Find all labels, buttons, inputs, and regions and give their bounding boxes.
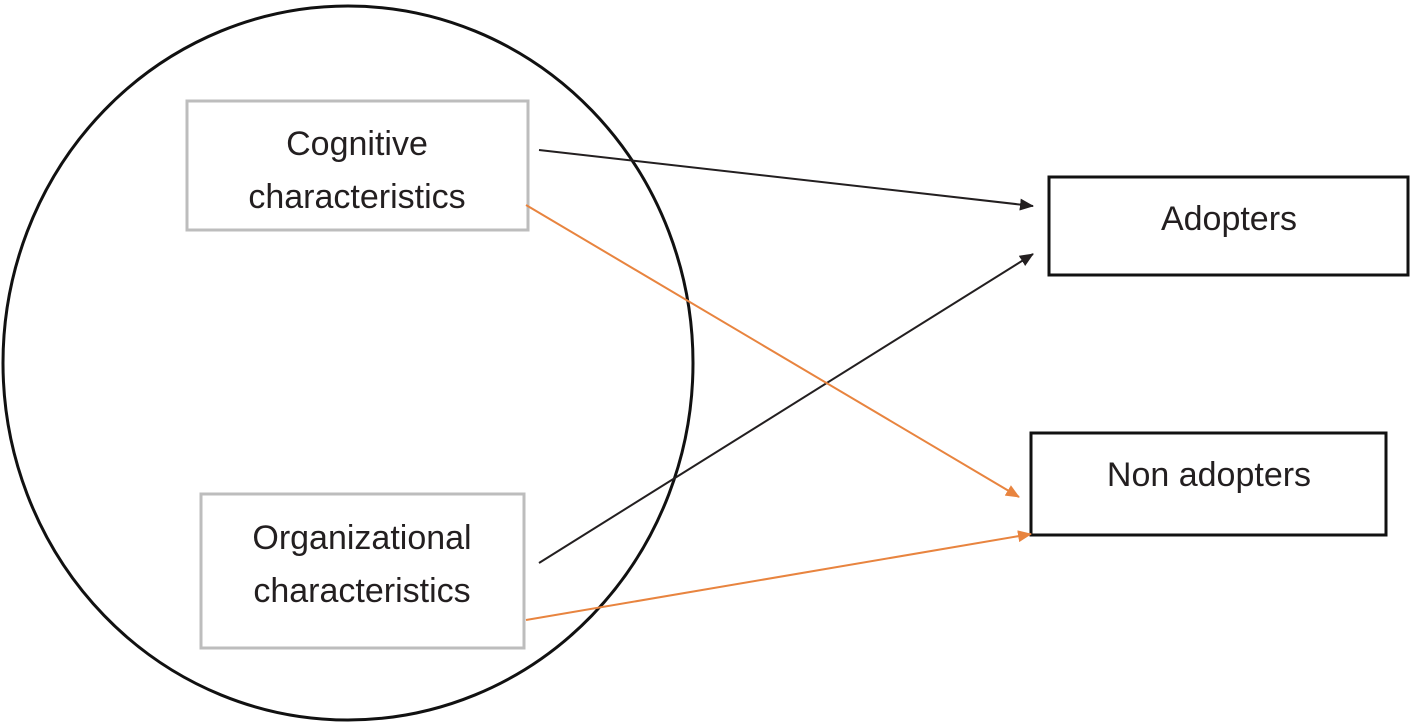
non-adopters-label: Non adopters	[1107, 456, 1311, 494]
cognitive-box	[185, 99, 530, 232]
adopters-box	[1047, 175, 1410, 277]
arrow-cognitive-to-adopters	[538, 149, 1034, 211]
adopters-node: Adopters	[1047, 175, 1410, 277]
organizational-characteristics-node: Organizational characteristics	[199, 492, 526, 650]
arrow-cognitive-to-non-adopters	[525, 204, 1020, 498]
organizational-label-line1: Organizational	[252, 519, 471, 557]
cognitive-label-line1: Cognitive	[286, 125, 428, 163]
organizational-label-line2: characteristics	[253, 572, 470, 610]
non-adopters-node: Non adopters	[1029, 431, 1388, 537]
cognitive-characteristics-node: Cognitive characteristics	[185, 99, 530, 232]
cognitive-label-line2: characteristics	[248, 178, 465, 216]
non-adopters-box	[1029, 431, 1388, 537]
characteristics-circle	[1, 4, 695, 722]
arrow-organizational-to-adopters	[538, 253, 1034, 564]
arrow-organizational-to-non-adopters	[525, 530, 1032, 621]
adopters-label: Adopters	[1161, 200, 1297, 238]
organizational-box	[199, 492, 526, 650]
